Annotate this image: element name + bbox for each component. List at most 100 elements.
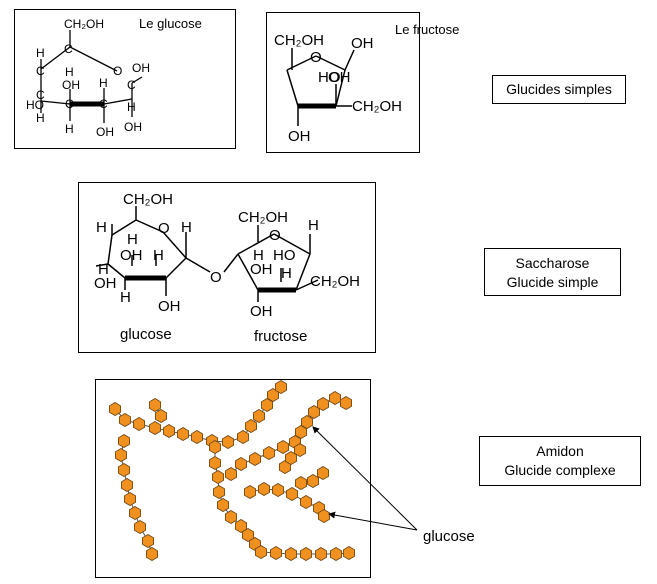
sucrose-h-label: H	[153, 247, 164, 264]
sucrose-h-label: H	[96, 219, 107, 236]
starch-glucose-unit	[155, 409, 167, 423]
glucose-oh-label: OH	[96, 125, 114, 139]
starch-glucose-unit	[234, 457, 248, 471]
starch-caption-line2: Glucide complexe	[504, 462, 616, 478]
starch-glucose-unit	[294, 425, 308, 439]
starch-glucose-unit	[294, 476, 308, 490]
starch-glucose-unit	[120, 478, 133, 492]
sucrose-oh-label: OH	[120, 247, 143, 264]
simple-sugars-caption-box	[492, 75, 626, 104]
starch-glucose-pointer-label: glucose	[423, 528, 475, 545]
starch-glucose-unit	[329, 547, 343, 561]
sucrose-ho-label: HO	[273, 247, 296, 264]
glucose-panel-title: Le glucose	[139, 16, 202, 31]
starch-glucose-unit	[271, 483, 285, 497]
fructose-panel-title: Le fructose	[395, 22, 460, 37]
glucose-c-label: C	[36, 64, 45, 78]
fructose-oh-label: OH	[288, 128, 311, 145]
starch-glucose-unit	[316, 397, 330, 411]
sucrose-fructose-label: fructose	[254, 328, 308, 345]
starch-glucose-unit	[224, 467, 238, 481]
glucose-c-label: C	[99, 97, 108, 111]
starch-glucose-unit	[339, 396, 353, 410]
sucrose-caption-line1: Saccharose	[515, 255, 590, 271]
starch-glucose-unit	[274, 380, 288, 394]
pointer-arrow-upper	[312, 426, 418, 531]
starch-glucose-unit	[149, 421, 161, 435]
starch-glucose-unit	[142, 534, 154, 548]
starch-glucose-unit	[209, 440, 221, 454]
glucose-h-label: H	[36, 111, 45, 125]
starch-glucose-unit	[306, 474, 320, 488]
starch-glucose-unit	[284, 547, 298, 561]
sucrose-caption-line2: Glucide simple	[506, 274, 599, 290]
glucose-h-label: H	[65, 122, 74, 136]
glucose-oh-label: OH	[62, 78, 80, 92]
sucrose-oh-label: OH	[94, 275, 117, 292]
sucrose-h-label: H	[308, 217, 319, 234]
starch-glucose-unit	[328, 391, 342, 405]
starch-glucose-unit	[222, 435, 235, 449]
starch-caption-line1: Amidon	[536, 443, 584, 459]
starch-glucose-unit	[269, 546, 283, 560]
sucrose-caption-box	[484, 248, 621, 296]
glucose-h-label: H	[65, 65, 74, 79]
sucrose-h-label: H	[120, 289, 131, 306]
fructose-panel	[266, 12, 420, 153]
sucrose-bridge-o-label: O	[210, 269, 222, 286]
fructose-o-label: O	[310, 49, 322, 66]
fructose-ring-structure: CH₂OH O OH HO OH CH₂OH OH	[274, 32, 402, 145]
starch-glucose-unit	[262, 446, 276, 460]
starch-glucose-unit	[234, 519, 248, 533]
starch-glucose-unit	[316, 466, 330, 480]
starch-glucose-unit	[257, 482, 271, 496]
starch-glucose-unit	[276, 440, 290, 454]
glucose-ring-structure: CH₂OH C H H C HO C H OH C H H C OH O C O…	[26, 17, 150, 139]
sucrose-h-label: H	[127, 231, 138, 248]
sucrose-h-label: H	[98, 261, 109, 278]
sucrose-h-label: H	[281, 265, 292, 282]
starch-glucose-unit	[108, 402, 122, 416]
starch-glucose-unit	[224, 510, 238, 524]
glucose-c-label: C	[64, 42, 73, 56]
starch-chain-diagram	[108, 380, 356, 561]
starch-glucose-unit	[134, 520, 146, 534]
sucrose-h-label: H	[253, 247, 264, 264]
glucose-c-label: C	[65, 97, 74, 111]
starch-glucose-unit	[299, 547, 313, 561]
simple-sugars-caption: Glucides simples	[506, 81, 612, 97]
starch-glucose-unit	[248, 452, 262, 466]
starch-glucose-unit	[146, 547, 158, 561]
sucrose-ch2oh-label: CH₂OH	[238, 209, 288, 226]
starch-glucose-unit	[300, 415, 314, 429]
glucose-h-label: H	[99, 76, 108, 90]
glucose-c-label: C	[127, 78, 136, 92]
sucrose-oh-label: OH	[158, 298, 181, 315]
starch-glucose-unit	[114, 448, 128, 462]
fructose-oh-label: OH	[328, 69, 351, 86]
glucose-panel	[14, 9, 236, 149]
starch-glucose-unit	[123, 492, 136, 506]
starch-glucose-unit	[244, 419, 258, 433]
starch-glucose-unit	[212, 470, 225, 484]
fructose-ch2oh-label: CH₂OH	[352, 98, 402, 115]
starch-glucose-unit	[133, 417, 145, 431]
fructose-oh-label: OH	[351, 35, 374, 52]
starch-glucose-unit	[299, 495, 313, 509]
sucrose-glucose-label: glucose	[120, 326, 172, 343]
glucose-c-label: C	[36, 88, 45, 102]
glucose-oh-label: OH	[132, 61, 150, 75]
fructose-ho-label: HO	[318, 69, 341, 86]
glucose-ho-label: HO	[26, 98, 44, 112]
sucrose-ch2oh-label: CH₂OH	[123, 191, 173, 208]
sucrose-o-label: O	[269, 227, 281, 244]
sucrose-oh-label: OH	[250, 303, 273, 320]
starch-glucose-unit	[213, 485, 226, 499]
starch-caption-box	[479, 436, 641, 486]
starch-glucose-unit	[217, 498, 230, 512]
pointer-arrow-lower	[328, 511, 418, 531]
starch-glucose-unit	[177, 427, 189, 441]
glucose-oh-label: OH	[124, 120, 142, 134]
starch-glucose-unit	[241, 528, 255, 542]
